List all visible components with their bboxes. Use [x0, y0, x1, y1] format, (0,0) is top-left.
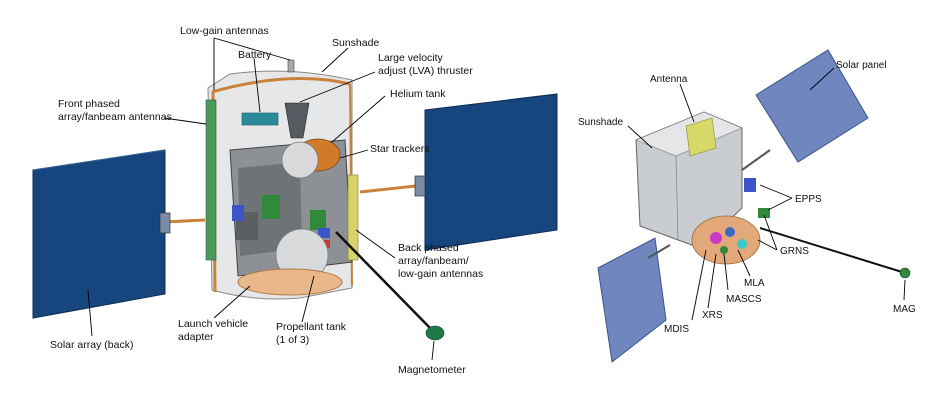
label-epps: EPPS [795, 194, 822, 205]
label-front-phased-line2: array/fanbeam antennas [58, 111, 172, 123]
label-launch-adapter-line1: Launch vehicle [178, 318, 248, 330]
label-mla: MLA [744, 278, 765, 289]
label-mascs: MASCS [726, 294, 762, 305]
left-figure: Low-gain antennas Sunshade Battery Large… [32, 25, 558, 376]
right-figure: Antenna Solar panel Sunshade EPPS GRNS M… [578, 49, 916, 363]
right-solar-array [424, 93, 558, 251]
label-xrs: XRS [702, 310, 723, 321]
label-solar-panel: Solar panel [836, 60, 887, 71]
label-back-phased-line3: low-gain antennas [398, 268, 483, 280]
label-right-sunshade: Sunshade [578, 117, 623, 128]
right-antenna [685, 117, 717, 157]
instrument-deck [691, 215, 761, 265]
label-helium-tank: Helium tank [390, 88, 446, 100]
label-lva-line1: Large velocity [378, 52, 444, 64]
lva-thruster [284, 102, 310, 139]
label-mag: MAG [893, 304, 916, 315]
label-star-trackers: Star trackers [370, 143, 430, 155]
right-solar-panel-upper [755, 49, 869, 163]
label-front-phased-line1: Front phased [58, 98, 120, 110]
magnetometer [425, 325, 445, 341]
right-solar-panel-lower [597, 237, 667, 363]
label-propellant-line2: (1 of 3) [276, 334, 309, 346]
left-solar-array [32, 149, 166, 319]
label-solar-array-back: Solar array (back) [50, 339, 133, 351]
label-magnetometer: Magnetometer [398, 364, 466, 376]
label-antenna: Antenna [650, 74, 688, 85]
label-battery: Battery [238, 49, 272, 61]
launch-vehicle-adapter [237, 268, 343, 296]
label-sunshade: Sunshade [332, 37, 379, 49]
label-back-phased-line1: Back phased [398, 242, 459, 254]
label-propellant-line1: Propellant tank [276, 321, 347, 333]
mag-sensor [899, 267, 911, 279]
label-back-phased-line2: array/fanbeam/ [398, 255, 469, 267]
label-low-gain-antennas: Low-gain antennas [180, 25, 269, 37]
label-lva-line2: adjust (LVA) thruster [378, 65, 473, 77]
label-launch-adapter-line2: adapter [178, 331, 214, 343]
label-mdis: MDIS [664, 324, 689, 335]
label-grns: GRNS [780, 246, 809, 257]
